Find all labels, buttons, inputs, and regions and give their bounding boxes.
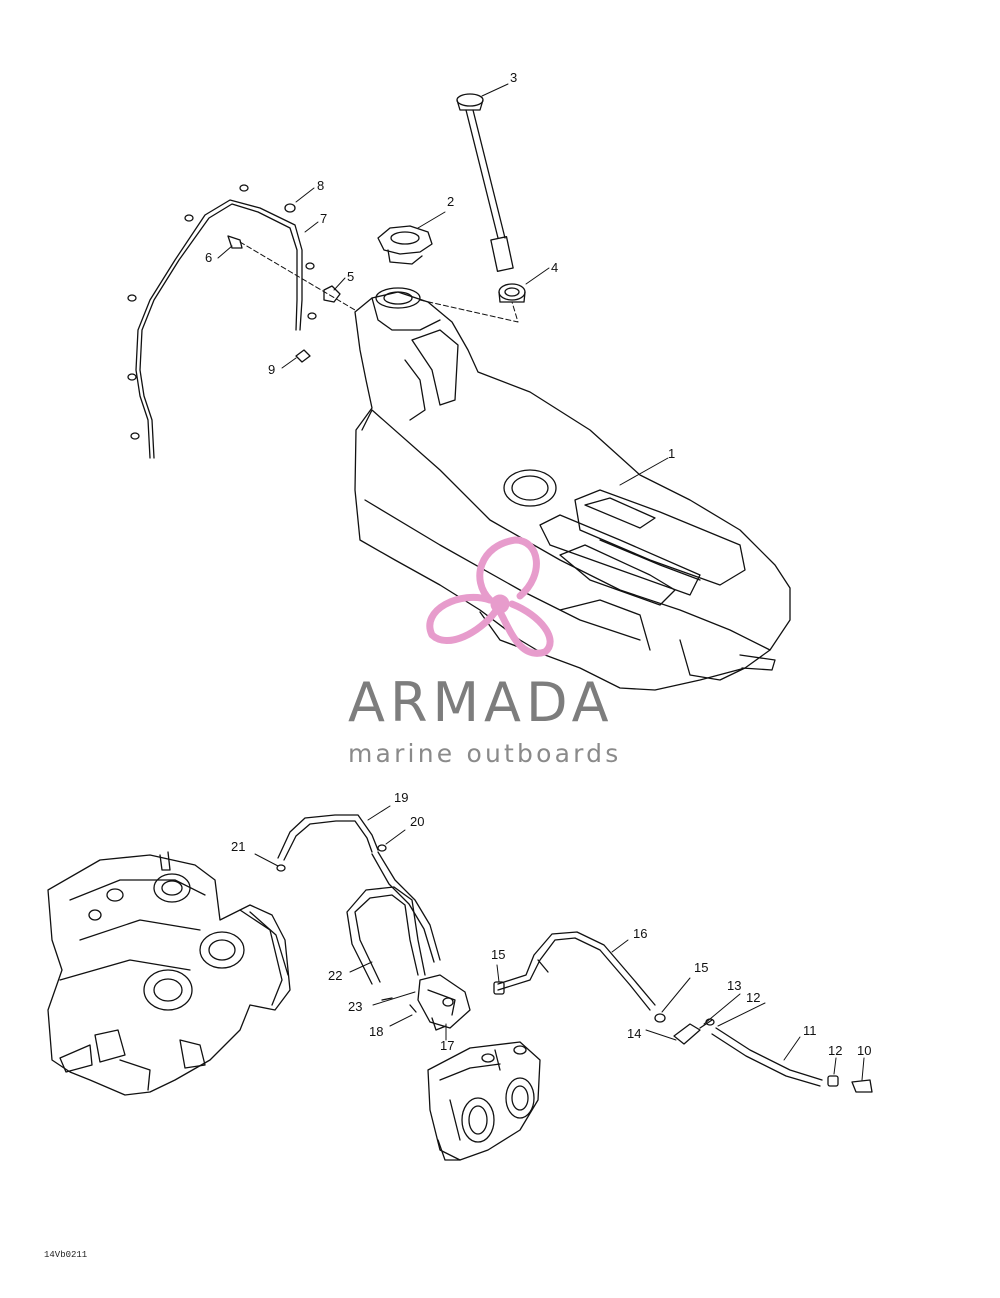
armada-propeller-logo [426, 536, 554, 657]
callout-9: 9 [268, 362, 276, 377]
fuel-tank [354, 287, 791, 691]
hose-22 [346, 886, 426, 985]
callout-8: 8 [317, 178, 325, 193]
callout-19: 19 [394, 790, 409, 805]
callout-1: 1 [668, 446, 676, 461]
carburetor-assembly [427, 1041, 541, 1161]
callout-23: 23 [348, 999, 363, 1014]
callout-10: 10 [857, 1043, 872, 1058]
callout-15a: 15 [491, 947, 506, 962]
callout-16: 16 [633, 926, 648, 941]
fuel-filter [673, 1018, 715, 1045]
callout-12a: 12 [828, 1043, 843, 1058]
callout-11: 11 [803, 1023, 817, 1038]
watermark-brand: ARMADA [348, 671, 614, 734]
callout-17: 17 [440, 1038, 455, 1053]
callout-7: 7 [320, 211, 328, 226]
callout-13: 13 [727, 978, 742, 993]
fuel-gauge-rod [456, 93, 514, 272]
callout-20: 20 [410, 814, 425, 829]
callout-2: 2 [447, 194, 455, 209]
vent-line [127, 184, 341, 459]
reference-lines [239, 241, 519, 323]
fuel-cap [377, 225, 433, 265]
callout-5: 5 [347, 269, 355, 284]
drawing-code: 14Vb0211 [44, 1250, 88, 1260]
hose-16 [493, 931, 666, 1023]
callout-22: 22 [328, 968, 343, 983]
leader-lines [217, 83, 669, 486]
callout-12b: 12 [746, 990, 761, 1005]
hose-11 [711, 1027, 873, 1093]
engine-block [47, 851, 291, 1096]
callout-15b: 15 [694, 960, 709, 975]
callout-18: 18 [369, 1024, 384, 1039]
callout-21: 21 [231, 839, 246, 854]
callout-14: 14 [627, 1026, 642, 1041]
leader-lines-lower [254, 805, 865, 1081]
callout-6: 6 [205, 250, 213, 265]
grommet [498, 283, 526, 303]
hose-19 [276, 814, 441, 963]
callout-3: 3 [510, 70, 518, 85]
fuel-pump [381, 974, 471, 1031]
watermark-tagline: marine outboards [348, 739, 622, 768]
callout-4: 4 [551, 260, 559, 275]
